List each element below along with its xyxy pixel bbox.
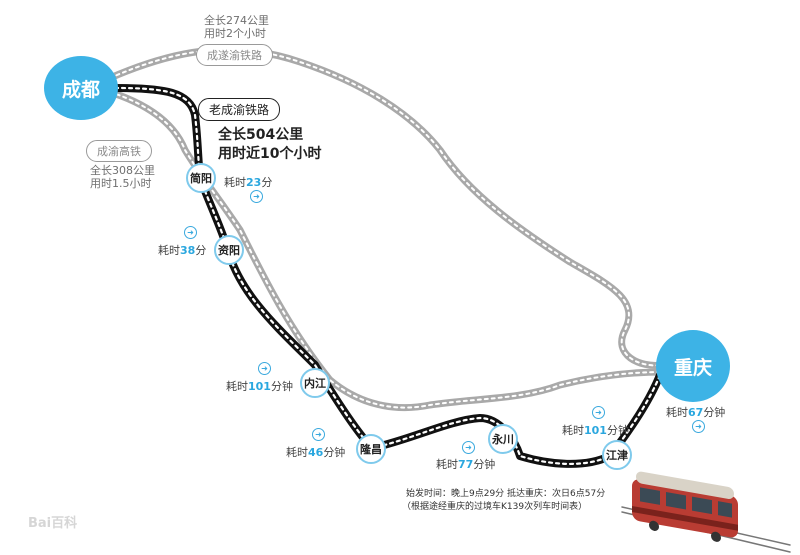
segment-longchang: 耗时46分钟 xyxy=(286,446,346,459)
chengsui-length: 全长274公里 xyxy=(204,14,269,27)
station-longchang[interactable]: 隆昌 xyxy=(356,434,386,464)
chengsui-railway-label: 成遂渝铁路 xyxy=(196,44,273,66)
segment-yongchuan: 耗时77分钟 xyxy=(436,458,496,471)
arrow-right-icon: ➜ xyxy=(312,428,325,441)
highspeed-railway-label: 成渝高铁 xyxy=(86,140,152,162)
station-neijiang[interactable]: 内江 xyxy=(300,368,330,398)
segment-jiangjin: 耗时101分钟 xyxy=(562,424,629,437)
station-ziyang[interactable]: 资阳 xyxy=(214,235,244,265)
old-railway-time: 用时近10个小时 xyxy=(218,146,322,162)
arrow-right-icon: ➜ xyxy=(692,420,705,433)
baidu-baike-watermark: Bai百科 xyxy=(28,516,78,531)
schedule-times: 始发时间：晚上9点29分 抵达重庆：次日6点57分 xyxy=(406,489,606,499)
old-railway-length: 全长504公里 xyxy=(218,127,304,143)
highspeed-length: 全长308公里 xyxy=(90,164,155,177)
arrow-right-icon: ➜ xyxy=(592,406,605,419)
station-jianyang[interactable]: 简阳 xyxy=(186,163,216,193)
segment-ziyang: 耗时38分 xyxy=(158,244,207,257)
segment-neijiang: 耗时101分钟 xyxy=(226,380,293,393)
city-chongqing[interactable]: 重庆 xyxy=(656,330,730,402)
segment-jianyang: 耗时23分 xyxy=(224,176,273,189)
chengsui-railway-line xyxy=(106,46,666,369)
segment-chongqing: 耗时67分钟 xyxy=(666,406,726,419)
arrow-right-icon: ➜ xyxy=(184,226,197,239)
arrow-right-icon: ➜ xyxy=(250,190,263,203)
train-icon xyxy=(632,471,738,542)
city-chengdu[interactable]: 成都 xyxy=(44,56,118,120)
arrow-right-icon: ➜ xyxy=(258,362,271,375)
schedule-source: （根据途经重庆的过境车K139次列车时间表） xyxy=(402,502,588,512)
station-jiangjin[interactable]: 江津 xyxy=(602,440,632,470)
station-yongchuan[interactable]: 永川 xyxy=(488,424,518,454)
arrow-right-icon: ➜ xyxy=(462,441,475,454)
chengsui-time: 用时2个小时 xyxy=(204,27,266,40)
old-railway-label: 老成渝铁路 xyxy=(198,98,281,121)
highspeed-time: 用时1.5小时 xyxy=(90,177,152,190)
